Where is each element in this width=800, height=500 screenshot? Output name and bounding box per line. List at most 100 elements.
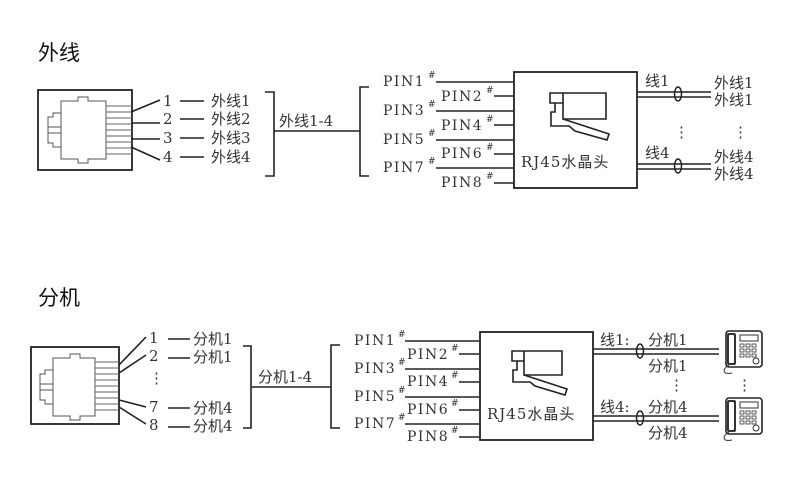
pin-mark: # xyxy=(398,386,406,396)
pin-label: PIN6 xyxy=(407,402,449,418)
wire-label: 线4: xyxy=(600,398,630,416)
wire-label: 线4 xyxy=(645,144,670,162)
section-outside-line: 外线 1 外线1 2 xyxy=(37,41,754,191)
wire-label: 线1: xyxy=(600,331,630,349)
section-title: 外线 xyxy=(38,41,80,65)
pin-label: 外线1 xyxy=(211,92,251,110)
pin-row: 2 分机1 xyxy=(149,347,233,366)
pin-label: PIN5 xyxy=(354,389,396,405)
pin-label: PIN7 xyxy=(383,160,425,176)
pin-label: 外线3 xyxy=(211,129,251,147)
pin-mark: # xyxy=(486,115,494,125)
cable-tie-icon xyxy=(673,158,683,174)
pin-label: PIN2 xyxy=(441,89,483,105)
pin-mark: # xyxy=(451,371,459,381)
group-label: 外线1-4 xyxy=(279,112,333,130)
telephone-icon xyxy=(723,330,763,374)
pin-mark: # xyxy=(451,344,459,354)
pin-label: PIN2 xyxy=(407,347,449,363)
connector-label: RJ45水晶头 xyxy=(487,405,575,423)
group-label: 分机1-4 xyxy=(258,368,312,386)
pin-row: 3 外线3 xyxy=(163,129,251,147)
pin-mark: # xyxy=(428,100,436,110)
pin-mark: # xyxy=(398,330,406,340)
section-title: 分机 xyxy=(38,286,80,310)
pin-mark: # xyxy=(398,358,406,368)
rj45-connector: RJ45水晶头 xyxy=(513,71,638,189)
rj11-jack-icon xyxy=(30,346,120,425)
ellipsis: ⋮ xyxy=(669,376,684,394)
pin-label: PIN3 xyxy=(383,103,425,119)
pin-label: PIN8 xyxy=(407,429,449,445)
rj45-pin-list: PIN1 # PIN2 # PIN3 # PIN4 # PIN5 # PIN6 … xyxy=(383,71,513,191)
pin-number: 7 xyxy=(149,398,159,416)
wire-label: 线1 xyxy=(645,72,670,90)
rj11-jack-icon xyxy=(37,89,133,171)
pin-label: PIN1 xyxy=(383,74,425,90)
rj45-plug-icon xyxy=(511,350,569,396)
pin-row: 7 分机4 xyxy=(149,398,233,417)
pin-row: 4 外线4 xyxy=(163,148,251,166)
pin-label: 分机4 xyxy=(193,399,233,417)
pin-mark: # xyxy=(398,413,406,423)
pin-label: PIN6 xyxy=(441,146,483,162)
pin-row: 1 分机1 xyxy=(149,329,233,348)
pin-label: PIN4 xyxy=(441,118,483,134)
line-pair: 线4 外线4 外线4 xyxy=(637,144,754,183)
pin-mark: # xyxy=(486,86,494,96)
line-label: 外线4 xyxy=(714,148,754,166)
pin-row: 2 外线2 xyxy=(163,110,251,128)
line-label: 分机4 xyxy=(648,398,688,416)
pin-label: 分机1 xyxy=(193,348,233,366)
pin-number: 1 xyxy=(163,92,173,110)
telephone-icon xyxy=(723,397,763,441)
line-label: 分机1 xyxy=(648,357,688,375)
cable-tie-icon xyxy=(635,410,645,426)
line-pair: 线1 外线1 外线1 xyxy=(637,72,754,109)
pin-label: PIN8 xyxy=(441,175,483,191)
pin-row: 1 外线1 xyxy=(163,92,251,110)
ellipsis: ⋮ xyxy=(674,123,689,141)
ellipsis: ⋮ xyxy=(737,376,752,394)
rj45-plug-icon xyxy=(549,92,611,141)
line-label: 外线4 xyxy=(714,165,754,183)
bracket xyxy=(359,86,369,177)
pin-number: 1 xyxy=(149,329,159,347)
connector-label: RJ45水晶头 xyxy=(521,153,609,171)
pin-mark: # xyxy=(451,426,459,436)
line-label: 分机1 xyxy=(648,331,688,349)
pin-label: 分机1 xyxy=(193,330,233,348)
section-extension: 分机 1 分机1 2 分机1 xyxy=(30,286,763,445)
line-pair: 线1: 分机1 分机1 xyxy=(593,331,719,375)
pin-label: PIN7 xyxy=(354,416,396,432)
pin-label: PIN5 xyxy=(383,132,425,148)
pin-label: 分机4 xyxy=(193,417,233,435)
ellipsis: ⋮ xyxy=(149,369,164,387)
bracket xyxy=(330,344,340,429)
pin-mark: # xyxy=(486,172,494,182)
ellipsis: ⋮ xyxy=(733,123,748,141)
pin-number: 4 xyxy=(163,148,173,166)
pin-label: PIN4 xyxy=(407,374,449,390)
pin-number: 2 xyxy=(163,110,173,128)
pin-mark: # xyxy=(428,71,436,81)
bracket xyxy=(243,345,252,429)
cable-tie-icon xyxy=(673,86,683,102)
rj45-pin-list: PIN1 # PIN2 # PIN3 # PIN4 # PIN5 # PIN6 … xyxy=(354,330,479,445)
line-label: 分机4 xyxy=(648,424,688,442)
pin-mark: # xyxy=(451,399,459,409)
line-pair: 线4: 分机4 分机4 xyxy=(593,398,719,442)
line-label: 外线1 xyxy=(714,74,754,92)
pin-label: PIN3 xyxy=(354,361,396,377)
line-label: 外线1 xyxy=(714,91,754,109)
pin-label: PIN1 xyxy=(354,333,396,349)
pin-mark: # xyxy=(428,157,436,167)
pin-number: 2 xyxy=(149,347,159,365)
pin-label: 外线4 xyxy=(211,148,251,166)
pin-mark: # xyxy=(428,129,436,139)
pin-number: 8 xyxy=(149,416,159,434)
pin-mark: # xyxy=(486,143,494,153)
pin-label: 外线2 xyxy=(211,110,251,128)
pin-number: 3 xyxy=(163,129,173,147)
